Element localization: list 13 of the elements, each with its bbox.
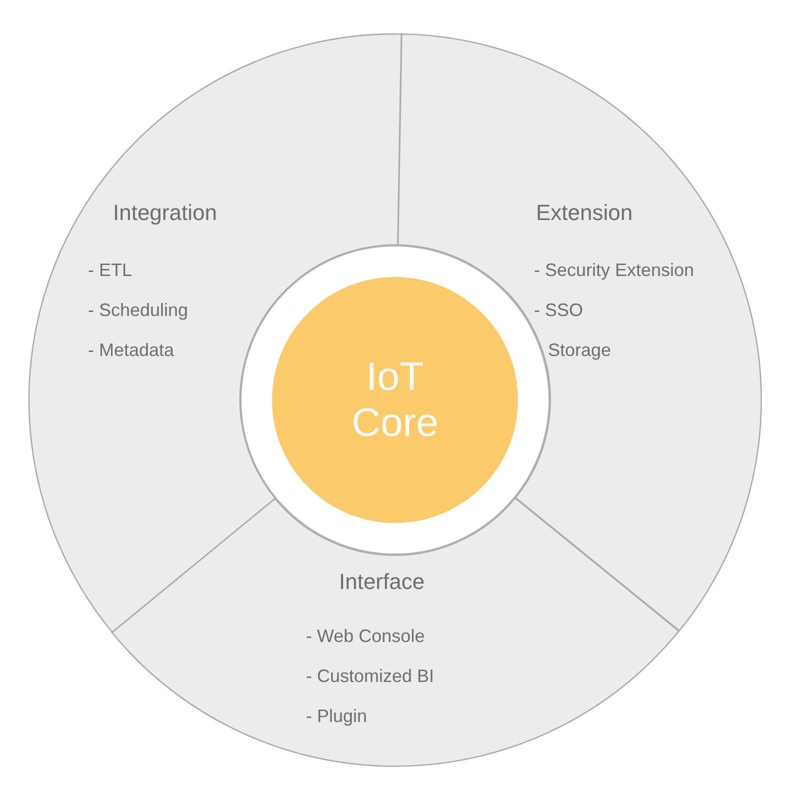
segment-heading: Extension xyxy=(536,200,633,226)
list-item: Storage xyxy=(548,340,612,362)
list-item: - Scheduling xyxy=(88,300,188,322)
core-label: IoT Core xyxy=(350,354,440,446)
list-item: - Security Extension xyxy=(534,260,694,282)
segment-heading: Interface xyxy=(338,568,425,596)
segment-heading: Integration xyxy=(112,200,217,226)
list-item: - ETL xyxy=(88,260,132,282)
list-item: - Customized BI xyxy=(306,666,434,688)
list-item: - Web Console xyxy=(306,626,425,648)
list-item: - Metadata xyxy=(88,340,174,362)
list-item: - SSO xyxy=(534,300,583,322)
list-item: - Plugin xyxy=(306,706,368,728)
